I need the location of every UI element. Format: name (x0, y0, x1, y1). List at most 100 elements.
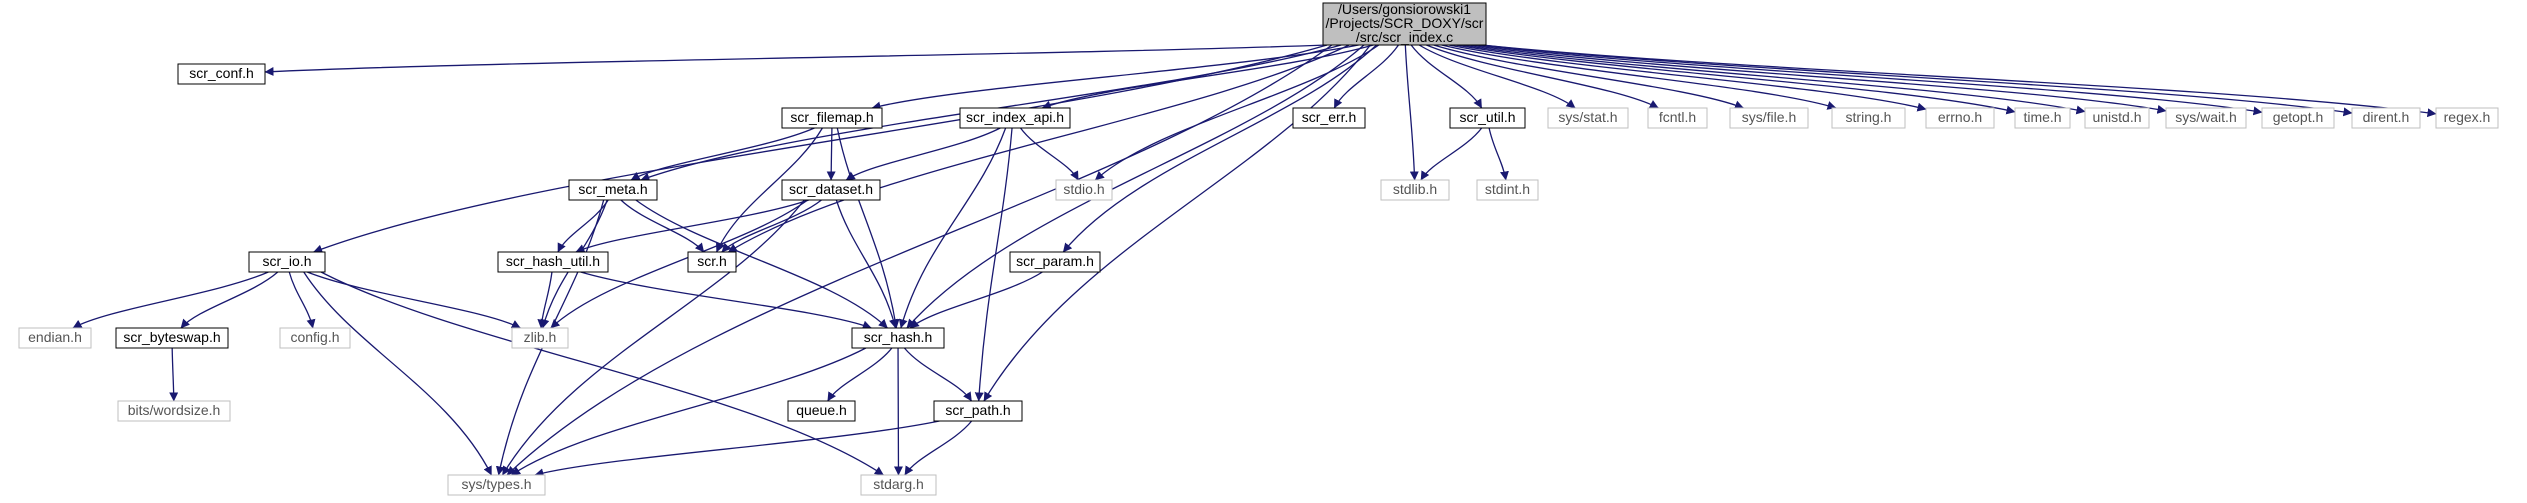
edge-scr_hash-to-scr_path (903, 347, 973, 402)
node-stdarg: stdarg.h (860, 474, 937, 496)
node-root[interactable]: /Users/gonsiorowski1/Projects/SCR_DOXY/s… (1322, 1, 1487, 46)
node-stdlib-box (1380, 179, 1450, 201)
node-sys_wait-label: sys/wait.h (2175, 109, 2236, 125)
edge-root-to-scr_path (983, 44, 1371, 402)
node-sys_types-box (447, 474, 546, 496)
node-sys_file-box (1729, 107, 1809, 129)
node-stdlib: stdlib.h (1380, 179, 1450, 201)
node-scr_meta-box (568, 179, 658, 201)
edge-scr_dataset-to-zlib (550, 199, 809, 329)
node-scr_io[interactable]: scr_io.h (248, 251, 326, 273)
node-sys_wait-box (2165, 107, 2247, 129)
node-zlib-label: zlib.h (524, 329, 557, 345)
edge-root-to-stdio (1094, 44, 1380, 181)
edge-scr_io-to-sys_types (303, 271, 493, 476)
node-scr_hash_util[interactable]: scr_hash_util.h (497, 251, 609, 273)
edge-root-to-sys_stat (1418, 44, 1576, 109)
edge-root-to-scr_index_api (1041, 44, 1374, 110)
node-stdarg-box (860, 474, 937, 496)
node-scr_dataset[interactable]: scr_dataset.h (781, 179, 881, 201)
edge-root-to-string (1441, 44, 1837, 110)
node-scr_index_api-box (959, 107, 1071, 129)
node-string: string.h (1831, 107, 1906, 129)
node-scr_h[interactable]: scr.h (687, 251, 737, 273)
node-scr_byteswap[interactable]: scr_byteswap.h (115, 327, 229, 349)
node-errno-box (1925, 107, 1995, 129)
edge-root-to-scr_conf (264, 44, 1328, 77)
node-errno-label: errno.h (1938, 109, 1982, 125)
edge-root-to-scr_h (727, 44, 1350, 253)
node-sys_file: sys/file.h (1729, 107, 1809, 129)
edge-scr_hash-to-queue (827, 347, 893, 402)
node-root-label: /Projects/SCR_DOXY/scr (1326, 15, 1484, 31)
node-queue[interactable]: queue.h (787, 400, 856, 422)
node-scr_util-box (1449, 107, 1526, 129)
node-scr_param[interactable]: scr_param.h (1009, 251, 1101, 273)
node-scr_meta[interactable]: scr_meta.h (568, 179, 658, 201)
node-time-label: time.h (2023, 109, 2061, 125)
node-stdint-box (1476, 179, 1539, 201)
edge-scr_hash_util-to-zlib (537, 271, 553, 329)
edge-root-to-scr_util (1410, 44, 1483, 109)
edge-scr_filemap-to-scr_hash (836, 127, 900, 329)
node-scr_hash-box (851, 327, 945, 349)
node-scr_err-box (1292, 107, 1366, 129)
node-sys_file-label: sys/file.h (1742, 109, 1796, 125)
node-scr_hash[interactable]: scr_hash.h (851, 327, 945, 349)
edge-root-to-sys_file (1433, 44, 1744, 110)
edge-scr_param-to-scr_hash (909, 271, 1043, 329)
edge-scr_filemap-to-scr_h (715, 127, 823, 253)
node-endian-box (18, 327, 92, 349)
node-scr_hash_util-label: scr_hash_util.h (506, 253, 600, 269)
node-stdlib-label: stdlib.h (1393, 181, 1437, 197)
edge-scr_util-to-stdint (1488, 127, 1509, 181)
node-scr_filemap[interactable]: scr_filemap.h (781, 107, 883, 129)
node-sys_stat: sys/stat.h (1547, 107, 1629, 129)
edge-root-to-dirent (1481, 44, 2353, 117)
node-stdint: stdint.h (1476, 179, 1539, 201)
node-scr_conf[interactable]: scr_conf.h (177, 63, 266, 85)
node-endian: endian.h (18, 327, 92, 349)
node-scr_util[interactable]: scr_util.h (1449, 107, 1526, 129)
node-scr_hash_util-box (497, 251, 609, 273)
node-scr_filemap-box (781, 107, 883, 129)
node-fcntl: fcntl.h (1647, 107, 1708, 129)
edge-scr_index_api-to-stdio (1019, 127, 1079, 181)
node-scr_index_api[interactable]: scr_index_api.h (959, 107, 1071, 129)
node-scr_byteswap-box (115, 327, 229, 349)
edge-root-to-sys_wait (1468, 44, 2167, 114)
node-scr_io-label: scr_io.h (262, 253, 311, 269)
node-scr_h-label: scr.h (697, 253, 727, 269)
edge-scr_filemap-to-scr_dataset (826, 127, 836, 181)
node-stdio-box (1055, 179, 1113, 201)
node-config: config.h (279, 327, 351, 349)
edges-layer (72, 44, 2437, 478)
node-scr_dataset-label: scr_dataset.h (789, 181, 873, 197)
node-dirent-label: dirent.h (2363, 109, 2410, 125)
node-regex: regex.h (2435, 107, 2499, 129)
edge-scr_byteswap-to-bits_wordsize (169, 347, 179, 402)
node-fcntl-box (1647, 107, 1708, 129)
node-scr_param-label: scr_param.h (1016, 253, 1094, 269)
edge-root-to-scr_err (1333, 44, 1399, 109)
node-string-label: string.h (1846, 109, 1892, 125)
node-fcntl-label: fcntl.h (1659, 109, 1696, 125)
node-scr_err[interactable]: scr_err.h (1292, 107, 1366, 129)
node-root-box (1322, 2, 1487, 46)
node-stdint-label: stdint.h (1485, 181, 1530, 197)
edge-scr_hash_util-to-scr_hash (580, 271, 872, 330)
node-time: time.h (2014, 107, 2071, 129)
edge-scr_dataset-to-scr_h (721, 199, 822, 253)
edge-scr_path-to-stdarg (904, 420, 973, 476)
edge-root-to-regex (1481, 44, 2437, 118)
node-queue-box (787, 400, 856, 422)
node-stdio-label: stdio.h (1063, 181, 1104, 197)
edge-scr_index_api-to-scr_path (974, 127, 1013, 402)
node-sys_types: sys/types.h (447, 474, 546, 496)
node-scr_path[interactable]: scr_path.h (933, 400, 1023, 422)
node-scr_util-label: scr_util.h (1459, 109, 1515, 125)
node-string-box (1831, 107, 1906, 129)
node-zlib-box (511, 327, 569, 349)
node-dirent: dirent.h (2351, 107, 2421, 129)
edge-scr_io-to-zlib (307, 271, 521, 329)
